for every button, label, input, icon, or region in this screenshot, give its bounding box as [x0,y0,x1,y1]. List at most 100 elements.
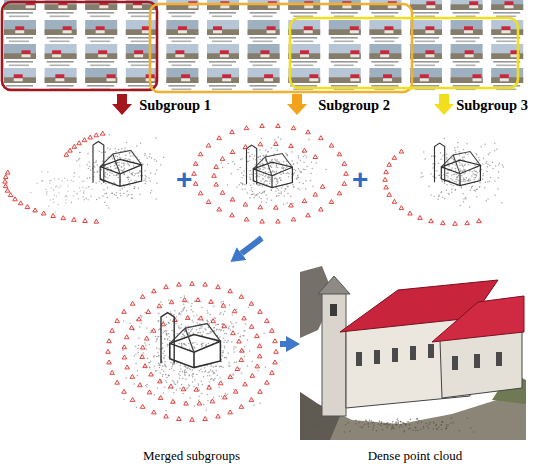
thumb-roof [469,1,478,5]
cloud-point [293,173,295,175]
cloud-point [136,173,138,175]
cloud-point [172,364,174,366]
cloud-point [269,165,271,167]
photo-thumbnail [329,0,361,17]
cloud-point [209,375,211,377]
thumb-wall [58,5,67,8]
thumb-roof [175,50,184,54]
cloud-point [467,154,469,156]
building-roof [100,150,141,173]
cloud-point [274,177,276,179]
cloud-point [178,314,180,316]
cloud-point [244,356,246,358]
cloud-point [127,162,128,164]
camera-marker [342,181,347,185]
thumb-filename [131,65,151,67]
cloud-point [259,403,261,405]
thumb-wall [504,5,513,8]
cloud-point [88,161,90,163]
cloud-point [492,168,494,170]
cloud-point [118,174,120,176]
cloud-point [304,155,306,157]
cloud-point [260,198,262,200]
cloud-point [123,169,125,171]
thumb-filename [453,85,480,87]
cloud-point [119,189,121,191]
cloud-point [141,315,143,317]
cloud-point [123,186,125,188]
cloud-point [164,387,166,389]
cloud-point [261,193,263,195]
thumb-filename [412,61,439,63]
cloud-point [189,374,191,376]
cloud-point [136,406,138,408]
cloud-point [169,319,171,321]
cloud-point [441,181,443,183]
cloud-point [217,324,219,326]
thumb-filename [250,37,277,39]
cloud-point [183,308,185,310]
cloud-point [139,194,141,196]
cloud-point [107,147,109,149]
cloud-point [130,180,132,182]
cloud-point [220,329,222,331]
cloud-point [213,379,215,381]
cloud-point [79,165,81,167]
cloud-point [274,178,276,180]
cloud-point [287,202,289,204]
cloud-point [447,193,449,195]
cloud-point [316,162,318,164]
cloud-point [444,183,446,185]
camera-marker [198,152,203,156]
building-tower [247,145,257,184]
cloud-point [191,319,193,321]
cloud-point [489,180,491,182]
cloud-point [264,176,266,178]
cloud-point [169,340,171,342]
thumb-filename [47,61,74,63]
cloud-point [160,301,162,303]
thumb-filename [209,12,236,14]
thumb-filename [47,12,74,14]
cloud-point [192,343,194,345]
cloud-point [67,190,69,192]
cloud-point [209,314,211,316]
cloud-point [228,328,230,330]
cloud-point [56,195,58,197]
cloud-point [463,177,465,179]
thumb-sky [288,68,320,83]
cloud-point [260,155,262,157]
cloud-point [250,178,252,180]
cloud-point [47,171,49,173]
cloud-point [162,343,164,345]
cloud-point [191,374,193,376]
camera-marker [337,191,342,195]
cloud-point [120,195,122,197]
thumb-filename [168,37,195,39]
cloud-point [223,330,225,332]
thumb-filename [47,37,74,39]
cloud-point [281,187,283,189]
cloud-point [183,295,185,297]
cloud-point [181,384,183,386]
cloud-point [244,346,246,348]
thumb-ground [207,29,239,35]
cloud-point [145,183,147,185]
cloud-point [182,333,184,335]
cloud-point [196,344,198,346]
thumb-sky [329,20,361,35]
cloud-point [155,137,157,139]
thumb-filename [290,37,317,39]
cloud-point [165,410,167,412]
thumb-ground [410,4,442,10]
thumb-filename [171,16,191,18]
cloud-point [269,177,271,179]
cloud-point [79,158,81,160]
cloud-point [435,177,437,179]
cloud-point [124,174,126,176]
cloud-point [276,171,278,173]
cloud-point [82,187,84,189]
cloud-point [306,156,308,158]
cloud-point [262,166,264,168]
cloud-point [130,155,132,157]
